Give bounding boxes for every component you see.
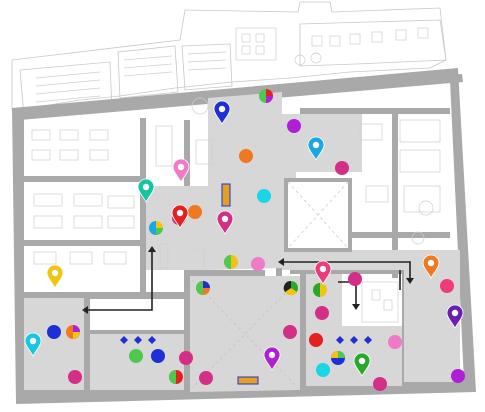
central-courtyard <box>284 178 352 252</box>
blue-diamonds <box>120 336 372 344</box>
hall-cross-lines <box>191 279 299 389</box>
circle-marker[interactable] <box>129 349 143 363</box>
circle-markers <box>47 119 465 391</box>
circle-marker[interactable] <box>239 149 253 163</box>
pie-marker[interactable] <box>196 281 210 295</box>
pin-cyan-top-marker[interactable] <box>307 136 325 161</box>
pie-marker[interactable] <box>283 280 298 296</box>
circle-marker[interactable] <box>440 279 454 293</box>
pie-marker[interactable] <box>313 283 327 297</box>
pie-marker[interactable] <box>331 351 345 365</box>
circle-marker[interactable] <box>335 161 349 175</box>
circle-marker[interactable] <box>47 325 61 339</box>
pie-marker[interactable] <box>224 255 238 269</box>
pin-violet-marker[interactable] <box>263 346 281 371</box>
pin-blue-marker[interactable] <box>213 100 231 125</box>
circle-marker[interactable] <box>316 363 330 377</box>
highlighted-areas <box>24 92 460 392</box>
pie-markers <box>66 89 345 384</box>
pie-marker[interactable] <box>66 325 80 339</box>
circle-marker[interactable] <box>151 349 165 363</box>
pin-yellow-marker[interactable] <box>46 264 64 289</box>
pie-marker[interactable] <box>259 89 273 103</box>
circle-marker[interactable] <box>348 272 362 286</box>
circle-marker[interactable] <box>188 205 202 219</box>
circle-marker[interactable] <box>309 333 323 347</box>
pin-red-marker[interactable] <box>171 204 189 229</box>
circle-marker[interactable] <box>388 335 402 349</box>
circle-marker[interactable] <box>283 325 297 339</box>
location-pins <box>24 100 464 377</box>
circle-marker[interactable] <box>68 370 82 384</box>
pin-teal-marker[interactable] <box>137 178 155 203</box>
top-wing-outline <box>11 1 447 117</box>
pin-green-marker[interactable] <box>353 352 371 377</box>
pie-marker[interactable] <box>169 370 183 384</box>
pin-orange-marker[interactable] <box>422 254 440 279</box>
route-arrowheads <box>82 246 414 314</box>
circle-marker[interactable] <box>287 119 301 133</box>
circle-marker[interactable] <box>257 189 271 203</box>
room-furniture <box>31 97 441 323</box>
pin-pink-right-marker[interactable] <box>314 260 332 285</box>
circle-marker[interactable] <box>451 369 465 383</box>
exit-signs <box>221 183 259 385</box>
pin-cyan-left-marker[interactable] <box>24 332 42 357</box>
circle-marker[interactable] <box>199 371 213 385</box>
circle-marker[interactable] <box>373 377 387 391</box>
pin-magenta-marker[interactable] <box>216 210 234 235</box>
circle-marker[interactable] <box>251 257 265 271</box>
circle-marker[interactable] <box>315 306 329 320</box>
circle-marker[interactable] <box>179 351 193 365</box>
pin-pink-marker[interactable] <box>172 158 190 183</box>
pin-purple-marker[interactable] <box>446 304 464 329</box>
pie-marker[interactable] <box>149 221 163 235</box>
